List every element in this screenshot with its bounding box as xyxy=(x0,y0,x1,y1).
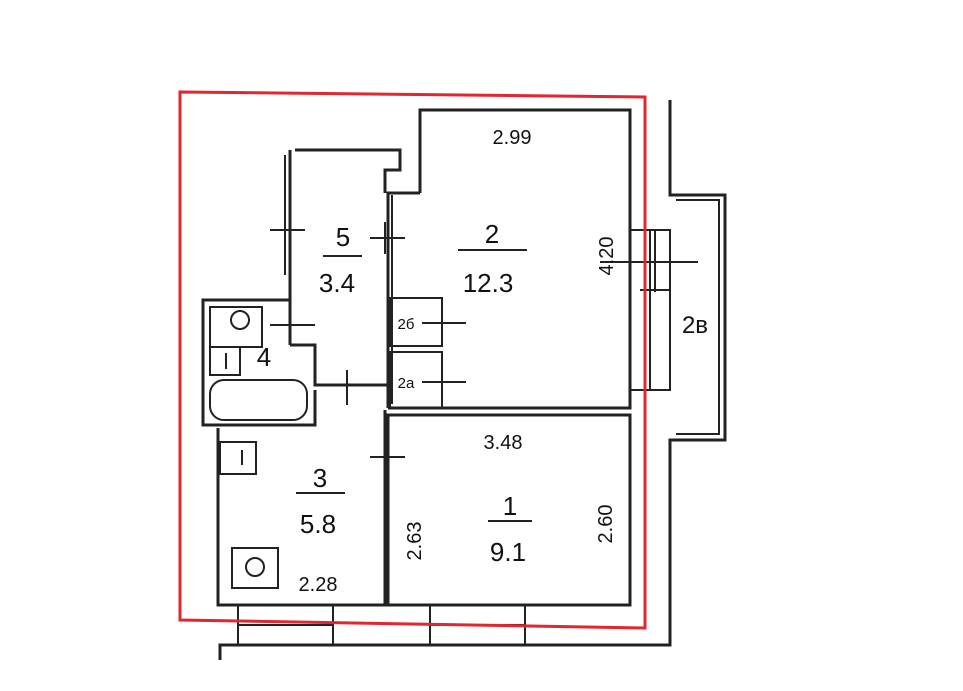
room-2-area: 12.3 xyxy=(463,268,514,298)
room-1-width: 3.48 xyxy=(484,432,523,454)
door-marks xyxy=(270,195,698,490)
room-2-height: 4.20 xyxy=(596,237,618,276)
closet-2a-label: 2а xyxy=(398,375,415,392)
balcony-label: 2в xyxy=(682,312,708,339)
room-2-number: 2 xyxy=(485,219,499,249)
room-3-number: 3 xyxy=(313,463,327,493)
fraction-bars xyxy=(296,249,532,522)
room-5-area: 3.4 xyxy=(319,268,355,298)
room-4 xyxy=(201,298,317,427)
room-3-area: 5.8 xyxy=(300,509,336,539)
selection-frame xyxy=(178,90,647,630)
room-1-right-height: 2.60 xyxy=(595,505,617,544)
room-1-number: 1 xyxy=(503,491,517,521)
room-4-number: 4 xyxy=(257,342,271,372)
room-3-width: 2.28 xyxy=(299,574,338,596)
room-1-area: 9.1 xyxy=(490,537,526,567)
room-5-number: 5 xyxy=(336,222,350,252)
room-1-left-height: 2.63 xyxy=(404,522,426,561)
room-2 xyxy=(386,108,632,410)
room-2-width: 2.99 xyxy=(493,127,532,149)
closet-2b-label: 2б xyxy=(398,316,415,333)
